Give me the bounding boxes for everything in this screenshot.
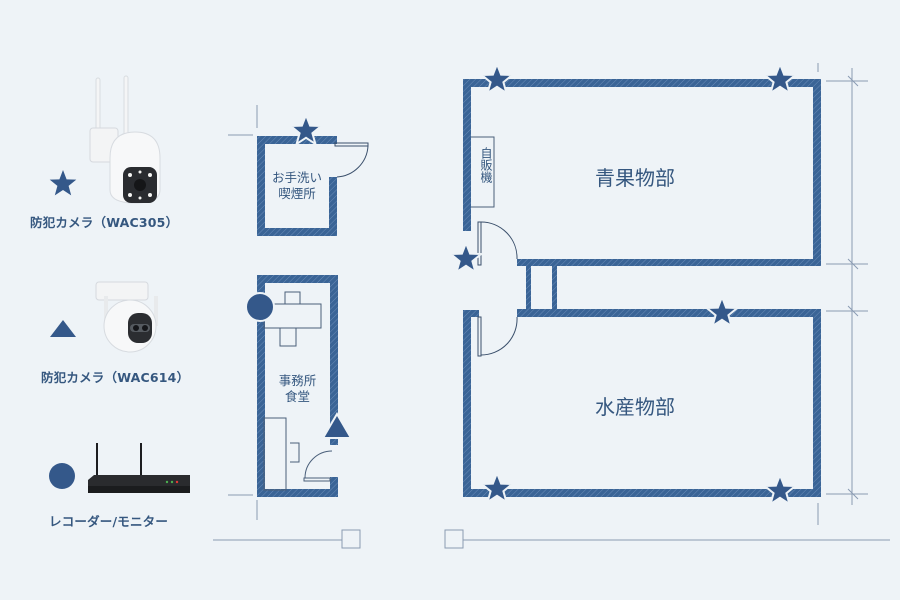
triangle-icon: [50, 320, 76, 337]
legend-label-recorder: レコーダー/モニター: [49, 514, 169, 529]
room-label-produce: 青果物部: [595, 166, 675, 190]
room-label-office: 事務所 食堂: [265, 373, 330, 404]
device-dome-camera: [89, 75, 161, 204]
star-marker: [288, 112, 324, 147]
guide-square-right: [444, 529, 464, 549]
guide-lines: [213, 63, 890, 549]
legend-label-wac305: 防犯カメラ（WAC305）: [30, 215, 179, 230]
main-doors: [477, 221, 518, 357]
star-marker: [762, 472, 798, 507]
circle-icon: [49, 463, 75, 489]
star-marker: [762, 61, 798, 96]
triangle-marker: [321, 412, 353, 439]
star-marker: [448, 240, 484, 275]
star-marker: [704, 294, 740, 329]
room-label-office-line2: 食堂: [284, 388, 310, 404]
legend-markers: [49, 170, 77, 489]
office-walls: [257, 275, 338, 497]
room-label-restroom: お手洗い 喫煙所: [265, 170, 329, 201]
star-marker: [479, 470, 515, 505]
room-label-vending: 自販機: [479, 147, 493, 183]
star-marker: [479, 61, 515, 96]
vending-machine: [471, 136, 495, 208]
room-label-restroom-line2: 喫煙所: [278, 185, 316, 201]
device-dual-lens-camera: [95, 281, 158, 353]
guide-square-left: [341, 529, 361, 549]
restroom-door: [334, 142, 369, 178]
star-icon: [49, 170, 77, 196]
device-nvr-recorder: [88, 443, 190, 493]
circle-marker: [245, 292, 275, 322]
room-label-office-line1: 事務所: [278, 373, 317, 388]
main-building-walls: [463, 79, 821, 497]
room-label-seafood: 水産物部: [595, 395, 675, 419]
room-label-restroom-line1: お手洗い: [271, 170, 322, 185]
office-cabinet: [263, 417, 287, 491]
legend-label-wac614: 防犯カメラ（WAC614）: [41, 370, 190, 385]
plan-markers: [245, 61, 798, 507]
